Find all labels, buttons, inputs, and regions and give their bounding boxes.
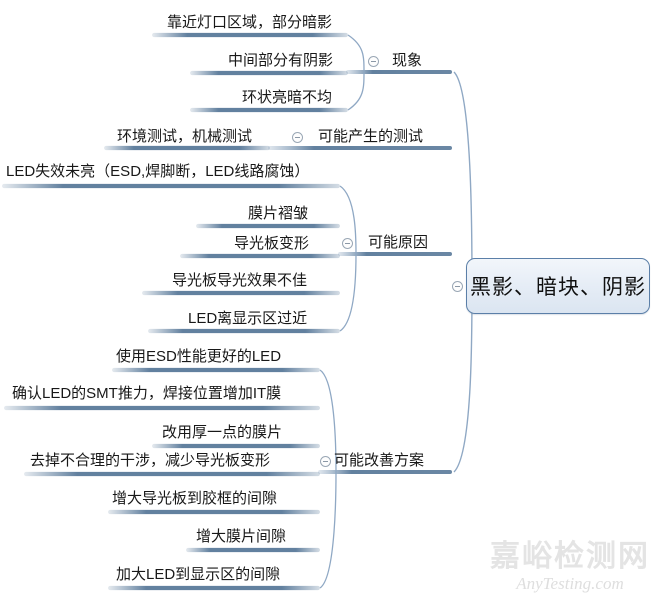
leaf-label-phenomenon-0[interactable]: 靠近灯口区域，部分暗影 <box>167 14 333 31</box>
leaf-label-possible-causes-3[interactable]: 导光板导光效果不佳 <box>172 272 308 289</box>
leaf-label-improvement-plans-3[interactable]: 去掉不合理的干涉，减少导光板变形 <box>30 452 271 469</box>
leaf-label-possible-causes-2[interactable]: 导光板变形 <box>234 235 310 252</box>
leaf-label-improvement-plans-0[interactable]: 使用ESD性能更好的LED <box>116 348 282 365</box>
leaf-underline-improvement-plans-3 <box>24 471 320 477</box>
leaf-underline-possible-causes-2 <box>180 253 340 259</box>
collapse-icon-center[interactable] <box>452 280 463 292</box>
leaf-label-improvement-plans-2[interactable]: 改用厚一点的膜片 <box>162 424 283 441</box>
branch-underline-possible-tests <box>268 146 452 150</box>
leaf-label-phenomenon-1[interactable]: 中间部分有阴影 <box>228 52 334 69</box>
branch-label-possible-causes[interactable]: 可能原因 <box>368 234 429 251</box>
leaf-label-improvement-plans-1[interactable]: 确认LED的SMT推力，焊接位置增加IT膜 <box>12 385 282 402</box>
leaf-underline-possible-causes-0 <box>2 183 340 189</box>
leaf-underline-phenomenon-2 <box>190 107 348 113</box>
collapse-icon-improvement-plans[interactable] <box>320 456 331 467</box>
watermark-chinese: 嘉峪检测网 <box>490 540 650 573</box>
leaf-underline-possible-tests-0 <box>104 145 270 151</box>
leaf-label-possible-causes-4[interactable]: LED离显示区过近 <box>188 310 308 327</box>
watermark-english: AnyTesting.com <box>516 574 624 593</box>
leaf-underline-improvement-plans-1 <box>4 405 320 411</box>
leaf-label-improvement-plans-5[interactable]: 增大膜片间隙 <box>196 528 287 545</box>
leaf-label-improvement-plans-6[interactable]: 加大LED到显示区的间隙 <box>116 566 281 583</box>
leaf-label-possible-tests-0[interactable]: 环境测试，机械测试 <box>117 128 253 145</box>
leaf-label-possible-causes-1[interactable]: 膜片褶皱 <box>248 205 309 222</box>
leaf-label-improvement-plans-4[interactable]: 增大导光板到胶框的间隙 <box>112 490 278 507</box>
center-node[interactable]: 黑影、暗块、阴影 <box>466 258 650 314</box>
leaf-underline-improvement-plans-2 <box>152 443 320 449</box>
leaf-underline-possible-causes-1 <box>196 223 340 229</box>
brace-improvement-plans <box>319 369 337 589</box>
leaf-underline-improvement-plans-6 <box>108 585 320 591</box>
brace-phenomenon <box>347 34 365 111</box>
brace-possible-causes <box>339 185 357 332</box>
leaf-underline-improvement-plans-4 <box>108 509 320 515</box>
leaf-underline-phenomenon-0 <box>152 32 348 38</box>
leaf-underline-improvement-plans-5 <box>186 547 320 553</box>
leaf-underline-possible-causes-4 <box>148 328 340 334</box>
branch-underline-phenomenon <box>346 70 452 74</box>
branch-label-improvement-plans[interactable]: 可能改善方案 <box>334 452 425 469</box>
branch-label-possible-tests[interactable]: 可能产生的测试 <box>318 128 424 145</box>
leaf-underline-improvement-plans-0 <box>112 367 320 373</box>
leaf-label-phenomenon-2[interactable]: 环状亮暗不均 <box>242 89 333 106</box>
collapse-icon-possible-causes[interactable] <box>342 238 353 249</box>
leaf-label-possible-causes-0[interactable]: LED失效未亮（ESD,焊脚断，LED线路腐蚀） <box>6 163 310 180</box>
brace-connectors <box>319 34 365 589</box>
watermark: 嘉峪检测网 AnyTesting.com <box>490 540 650 594</box>
collapse-icon-possible-tests[interactable] <box>292 132 303 143</box>
branch-label-phenomenon[interactable]: 现象 <box>392 52 423 69</box>
branch-underline-possible-causes <box>338 252 452 256</box>
collapse-icon-phenomenon[interactable] <box>368 56 379 67</box>
leaf-underline-phenomenon-1 <box>190 70 348 76</box>
branch-underline-improvement-plans <box>318 470 452 474</box>
leaf-underline-possible-causes-3 <box>142 290 340 296</box>
center-node-label: 黑影、暗块、阴影 <box>470 276 646 299</box>
